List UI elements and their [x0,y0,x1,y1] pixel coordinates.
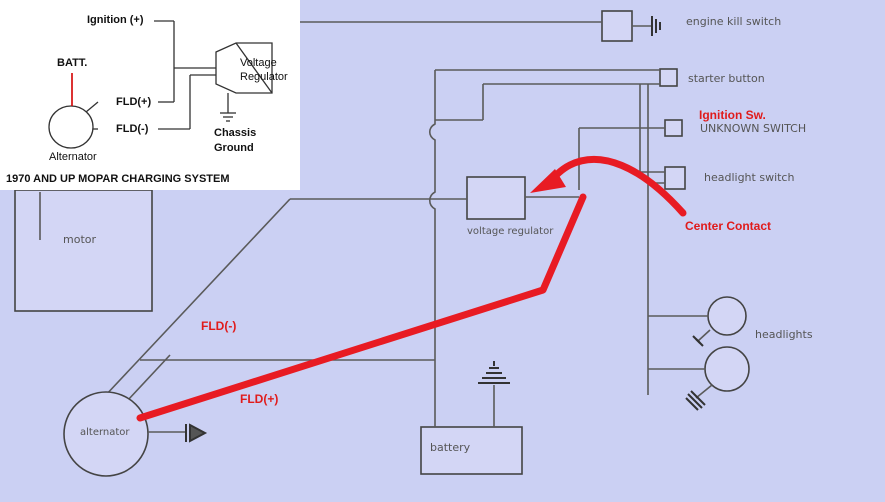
engine-kill-switch-label: engine kill switch [686,15,782,28]
inset-fld-plus-label: FLD(+) [116,96,152,108]
kill-switch-ground-icon [651,16,661,36]
inset-panel [0,0,300,190]
alternator-ground-icon [185,423,208,443]
inset-fld-minus-label: FLD(-) [116,123,149,135]
inset-alternator-label: Alternator [49,151,97,163]
center-contact-arrowhead [530,169,566,193]
voltage-regulator-label: voltage regulator [467,226,554,237]
unknown-switch-label: UNKNOWN SWITCH [700,122,807,135]
headlight-bottom [704,346,750,392]
alternator-to-junction [127,354,171,401]
battery-ground-icon [478,361,510,384]
headlight-ground-1 [697,329,711,342]
unknown-switch-box [664,119,683,137]
headlight-bottom-ground-icon [685,390,706,411]
inset-alternator-circle [48,105,94,149]
inset-ignition-label: Ignition (+) [87,14,144,26]
inset-chassis-label-1: Chassis [214,127,257,139]
center-contact-arrow-curve [544,155,687,217]
inset-caption: 1970 AND UP MOPAR CHARGING SYSTEM [6,173,230,185]
fld-plus-annotation: FLD(+) [240,392,279,406]
fld-minus-annotation: FLD(-) [201,319,237,333]
inset-chassis-label-2: Ground [214,142,254,154]
engine-kill-switch-box [601,10,633,42]
alternator-circle [63,391,149,477]
fld-plus-highlight-wire [136,193,587,422]
inset-regulator-label-1: Voltage [240,57,277,69]
headlight-top-ground-icon [692,335,704,347]
headlight-switch-box [664,166,686,190]
battery-label: battery [430,441,471,454]
headlight-top [707,296,747,336]
starter-button-box [659,68,678,87]
ignition-sw-annotation: Ignition Sw. [699,108,766,122]
inset-fld-plus-to-alt [85,101,99,113]
center-contact-annotation: Center Contact [685,219,772,233]
starter-wire-top [428,70,436,420]
inset-reg-top [235,42,273,94]
motor-box [14,189,153,312]
motor-label: motor [63,233,97,246]
starter-button-label: starter button [688,72,765,85]
headlight-ground-2 [695,384,713,399]
battery-box [420,426,523,475]
headlights-label: headlights [755,328,813,341]
fld-minus-wire [103,198,291,398]
inset-regulator-label-2: Regulator [240,71,288,83]
alternator-label: alternator [80,427,130,438]
voltage-regulator-box [466,176,526,220]
inset-batt-label: BATT. [57,57,88,69]
headlight-switch-label: headlight switch [704,171,795,184]
